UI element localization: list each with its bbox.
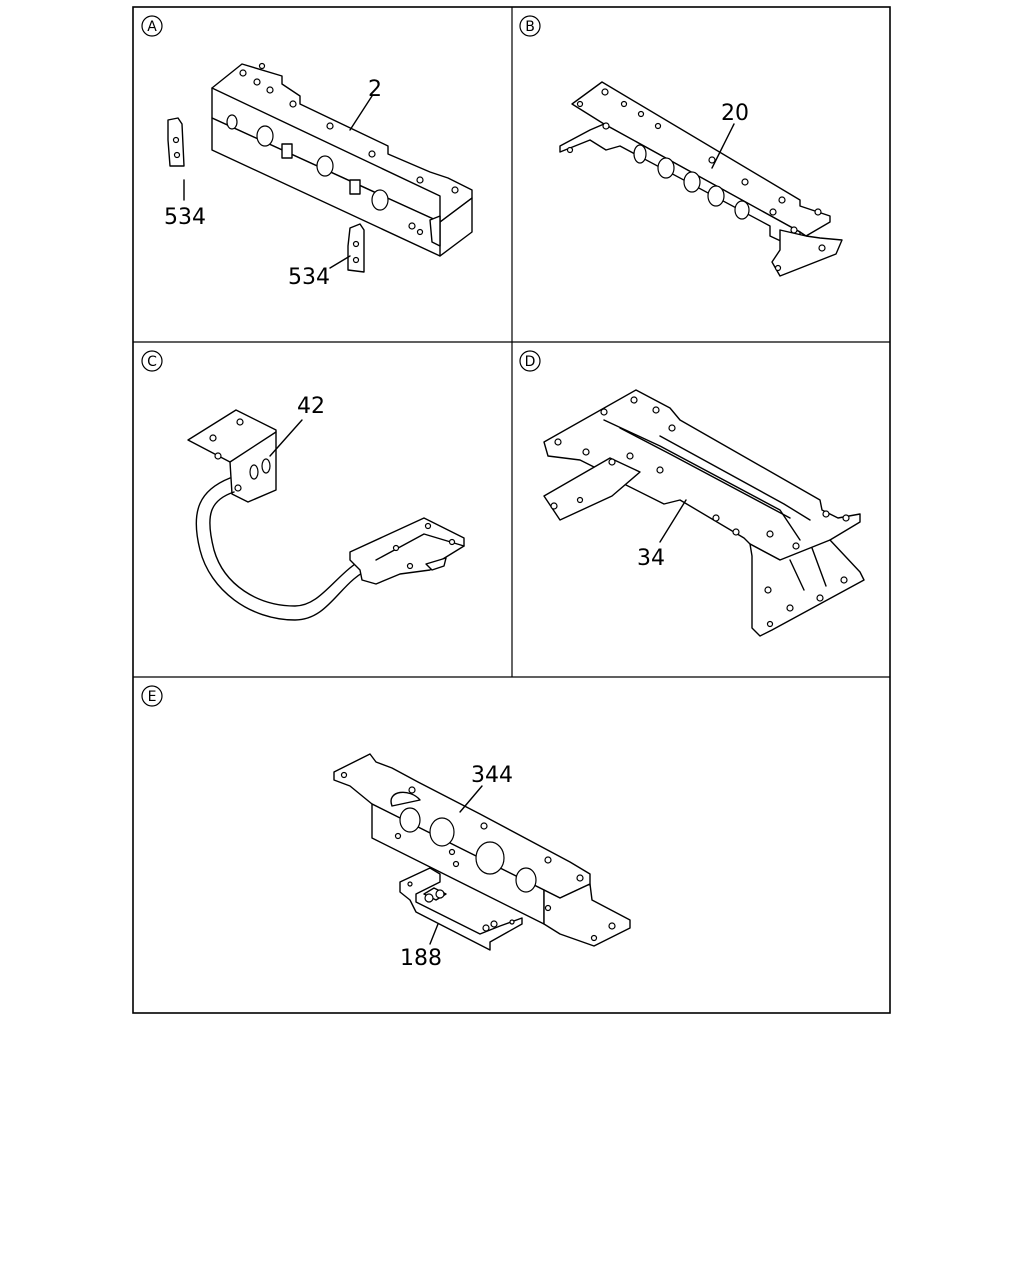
leader-188	[429, 923, 439, 945]
panel-a-letter-badge: A	[141, 15, 163, 37]
leader-344	[459, 785, 483, 813]
leader-42	[269, 419, 303, 457]
panel-d-letter-badge: D	[519, 350, 541, 372]
part-42-bar	[187, 409, 465, 621]
callout-534-lower: 534	[288, 265, 330, 290]
part-534-bracket-lower	[347, 223, 365, 273]
part-188-bracket	[399, 867, 523, 951]
panel-d-letter: D	[525, 354, 536, 370]
part-20-crossmember	[559, 81, 843, 277]
callout-20: 20	[721, 101, 749, 126]
panel-b-letter: B	[525, 19, 535, 35]
callout-534-upper: 534	[164, 205, 206, 230]
leader-2	[349, 95, 373, 131]
panel-a: A	[141, 15, 473, 290]
part-534-bracket-upper	[167, 117, 185, 167]
callout-42: 42	[297, 394, 325, 419]
panel-c: C 42	[141, 350, 465, 621]
leader-34	[659, 499, 687, 543]
leader-20	[711, 123, 735, 169]
panel-b: B 20	[519, 15, 843, 277]
part-34-crossmember	[543, 389, 865, 637]
callout-344: 344	[471, 763, 513, 788]
leader-534-b	[329, 255, 351, 269]
callout-2: 2	[368, 77, 382, 102]
callout-34: 34	[637, 546, 665, 571]
panel-e-letter-badge: E	[141, 685, 163, 707]
panel-d: D	[519, 350, 865, 637]
panel-a-letter: A	[147, 19, 157, 35]
panel-e-letter: E	[148, 689, 157, 705]
callout-188: 188	[400, 946, 442, 971]
panel-e: E	[141, 685, 631, 971]
panel-c-letter: C	[147, 354, 157, 370]
part-2-crossmember	[211, 62, 473, 257]
panel-c-letter-badge: C	[141, 350, 163, 372]
part-344-crossmember	[333, 753, 631, 947]
panel-b-letter-badge: B	[519, 15, 541, 37]
